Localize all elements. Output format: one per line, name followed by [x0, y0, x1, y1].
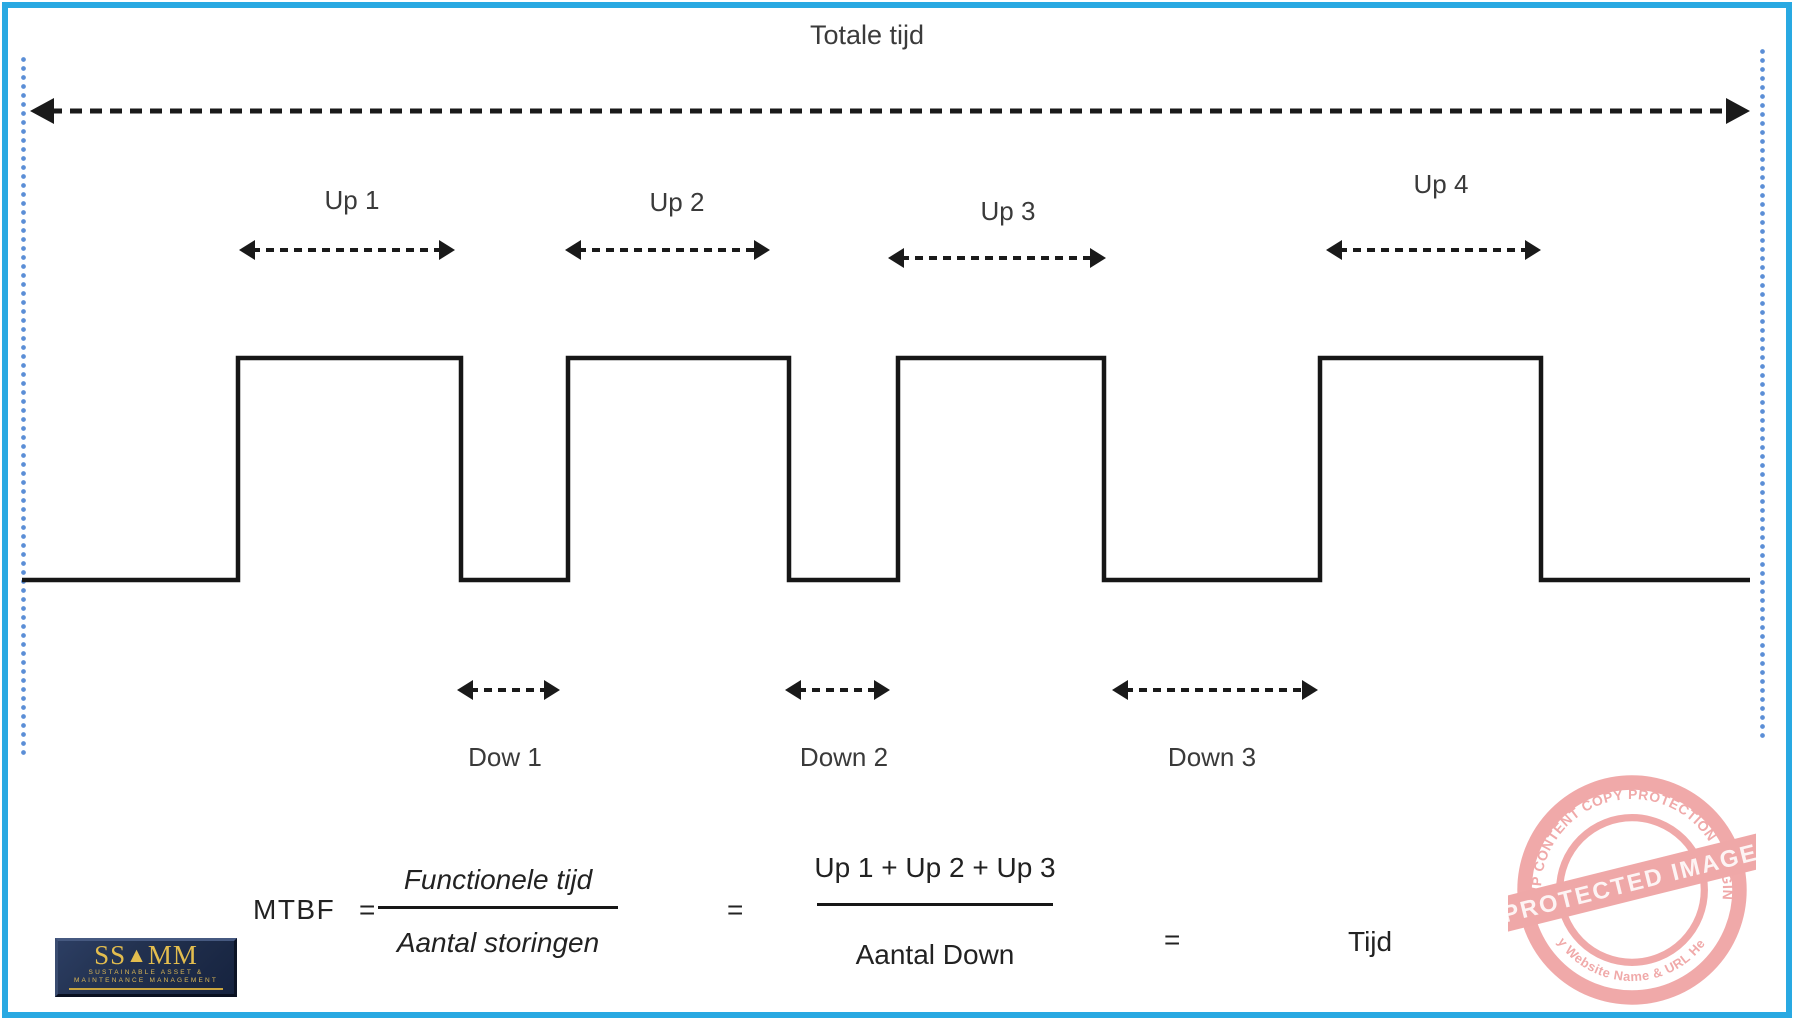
logo-subtitle-2: MAINTENANCE MANAGEMENT: [73, 977, 219, 984]
arrowhead-right-icon: [754, 240, 770, 260]
dashed-line: [470, 688, 547, 692]
formula-lhs: MTBF: [253, 894, 336, 925]
dashed-line: [252, 248, 442, 252]
fraction-up-sum: Up 1 + Up 2 + Up 3 Aantal Down: [790, 852, 1080, 971]
logo-title-left: SS: [94, 940, 127, 970]
fraction-functional-time: Functionele tijd Aantal storingen: [378, 864, 618, 959]
equals-sign-1: =: [359, 894, 376, 925]
arrowhead-right-icon: [544, 680, 560, 700]
arrowhead-left-icon: [1112, 680, 1128, 700]
formula-result: Tijd: [1348, 926, 1393, 957]
fraction-bar: [817, 903, 1053, 906]
arrowhead-right-icon: [1090, 248, 1106, 268]
down3-label: Down 3: [1167, 742, 1257, 772]
dashed-line: [798, 688, 877, 692]
dashed-line: [1125, 688, 1305, 692]
dashed-line: [1339, 248, 1528, 252]
pyramid-icon: ▲: [126, 943, 148, 967]
down2-label: Down 2: [799, 742, 889, 772]
arrowhead-left-icon: [565, 240, 581, 260]
total-time-title: Totale tijd: [809, 20, 925, 50]
up3-span-arrow: [888, 246, 1106, 270]
up2-label: Up 2: [649, 187, 705, 217]
dashed-line: [901, 256, 1093, 260]
stamp-outer-ring: [1517, 775, 1747, 1005]
equals-sign-3: =: [1164, 924, 1181, 955]
fraction2-numerator: Up 1 + Up 2 + Up 3: [814, 852, 1056, 883]
dashed-line: [50, 108, 1730, 114]
right-boundary-dotted-line: [1760, 47, 1765, 739]
arrowhead-left-icon: [1326, 240, 1342, 260]
down1-label: Dow 1: [468, 742, 542, 772]
up2-span-arrow: [565, 238, 770, 262]
left-boundary-dotted-line: [21, 55, 26, 755]
arrowhead-left-icon: [785, 680, 801, 700]
up4-span-arrow: [1326, 238, 1541, 262]
up3-label: Up 3: [980, 196, 1036, 226]
ssamm-logo: SS▲MM SUSTAINABLE ASSET & MAINTENANCE MA…: [55, 938, 237, 997]
logo-gold-rule: [68, 988, 224, 990]
fraction2-denominator: Aantal Down: [855, 939, 1015, 970]
equals-sign-2: =: [727, 894, 744, 925]
stamp-banner-rect: [1508, 833, 1756, 933]
down1-span-arrow: [457, 678, 560, 702]
arrowhead-right-icon: [439, 240, 455, 260]
arrowhead-right-icon: [1726, 98, 1750, 124]
protected-image-stamp: WP CONTENT COPY PROTECTION PLUGIN My Web…: [1508, 766, 1756, 1005]
arrowhead-right-icon: [874, 680, 890, 700]
arrowhead-right-icon: [1302, 680, 1318, 700]
fraction1-numerator: Functionele tijd: [403, 864, 593, 895]
total-time-arrow: [30, 96, 1750, 126]
up4-label: Up 4: [1413, 169, 1469, 199]
ssamm-logo-title: SS▲MM: [58, 942, 234, 969]
arrowhead-left-icon: [239, 240, 255, 260]
fraction1-denominator: Aantal storingen: [396, 927, 600, 958]
arrowhead-left-icon: [457, 680, 473, 700]
arrowhead-right-icon: [1525, 240, 1541, 260]
logo-subtitle-1: SUSTAINABLE ASSET &: [88, 969, 204, 976]
dashed-line: [578, 248, 757, 252]
down2-span-arrow: [785, 678, 890, 702]
logo-title-right: MM: [147, 940, 198, 970]
fraction-bar: [378, 906, 618, 909]
arrowhead-left-icon: [888, 248, 904, 268]
up1-label: Up 1: [324, 185, 380, 215]
down3-span-arrow: [1112, 678, 1318, 702]
up1-span-arrow: [239, 238, 455, 262]
